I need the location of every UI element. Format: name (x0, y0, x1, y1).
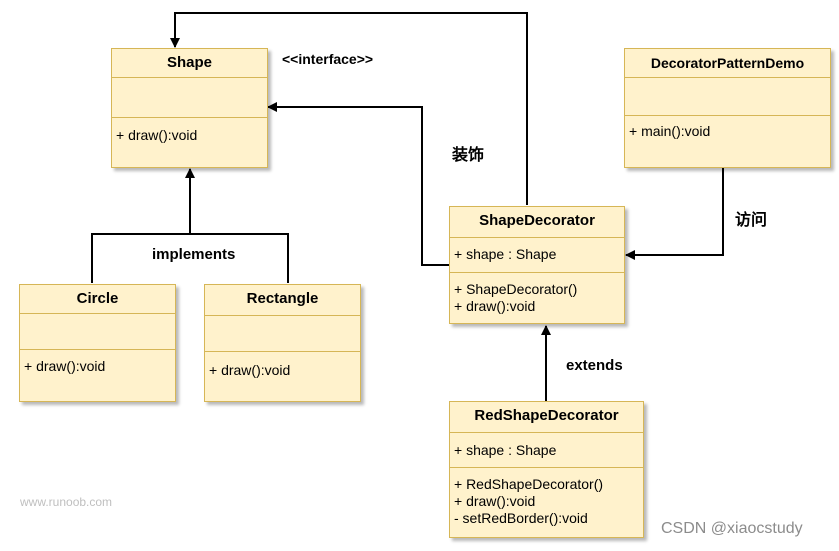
divider (112, 117, 267, 118)
circle-class-name: Circle (76, 290, 119, 307)
access-label: 访问 (735, 212, 768, 229)
decorator-to-shape-top-arrow (170, 12, 528, 205)
decorator-pattern-demo-class[interactable]: DecoratorPatternDemo + main():void (624, 48, 831, 168)
access-arrow (625, 168, 724, 260)
decorate-arrow (267, 102, 449, 266)
divider (450, 272, 624, 273)
divider (20, 313, 175, 314)
divider (112, 77, 267, 78)
shape-decorator-attribute: + shape : Shape (454, 246, 557, 262)
shape-class[interactable]: Shape + draw():void (111, 48, 268, 168)
shape-decorator-class[interactable]: ShapeDecorator + shape : Shape + ShapeDe… (449, 206, 625, 324)
circle-method: + draw():void (24, 358, 106, 374)
interface-label: <<interface>> (282, 51, 374, 67)
decorate-label: 装饰 (452, 147, 485, 164)
rectangle-method: + draw():void (209, 362, 291, 378)
shape-method: + draw():void (116, 127, 198, 143)
divider (450, 432, 643, 433)
divider (205, 315, 360, 316)
red-shape-decorator-class[interactable]: RedShapeDecorator + shape : Shape + RedS… (449, 401, 644, 538)
divider (205, 351, 360, 352)
red-shape-decorator-attribute: + shape : Shape (454, 442, 557, 458)
red-shape-decorator-method: + draw():void (454, 493, 536, 509)
circle-class[interactable]: Circle + draw():void (19, 284, 176, 402)
shape-decorator-class-name: ShapeDecorator (479, 212, 595, 229)
shape-class-name: Shape (166, 54, 212, 71)
shape-decorator-method: + draw():void (454, 298, 536, 314)
divider (20, 349, 175, 350)
demo-method: + main():void (629, 123, 711, 139)
divider (625, 77, 830, 78)
implements-label: implements (152, 246, 236, 263)
red-shape-decorator-method: + RedShapeDecorator() (454, 476, 604, 492)
author-watermark: CSDN @xiaocstudy (661, 520, 803, 537)
divider (450, 237, 624, 238)
shape-decorator-method: + ShapeDecorator() (454, 281, 578, 297)
red-shape-decorator-class-name: RedShapeDecorator (474, 407, 619, 424)
divider (450, 467, 643, 468)
extends-label: extends (566, 357, 623, 374)
site-watermark: www.runoob.com (20, 495, 113, 509)
rectangle-class-name: Rectangle (246, 290, 319, 307)
red-shape-decorator-method: - setRedBorder():void (454, 510, 588, 526)
divider (625, 115, 830, 116)
rectangle-class[interactable]: Rectangle + draw():void (204, 284, 361, 402)
demo-class-name: DecoratorPatternDemo (650, 55, 805, 71)
